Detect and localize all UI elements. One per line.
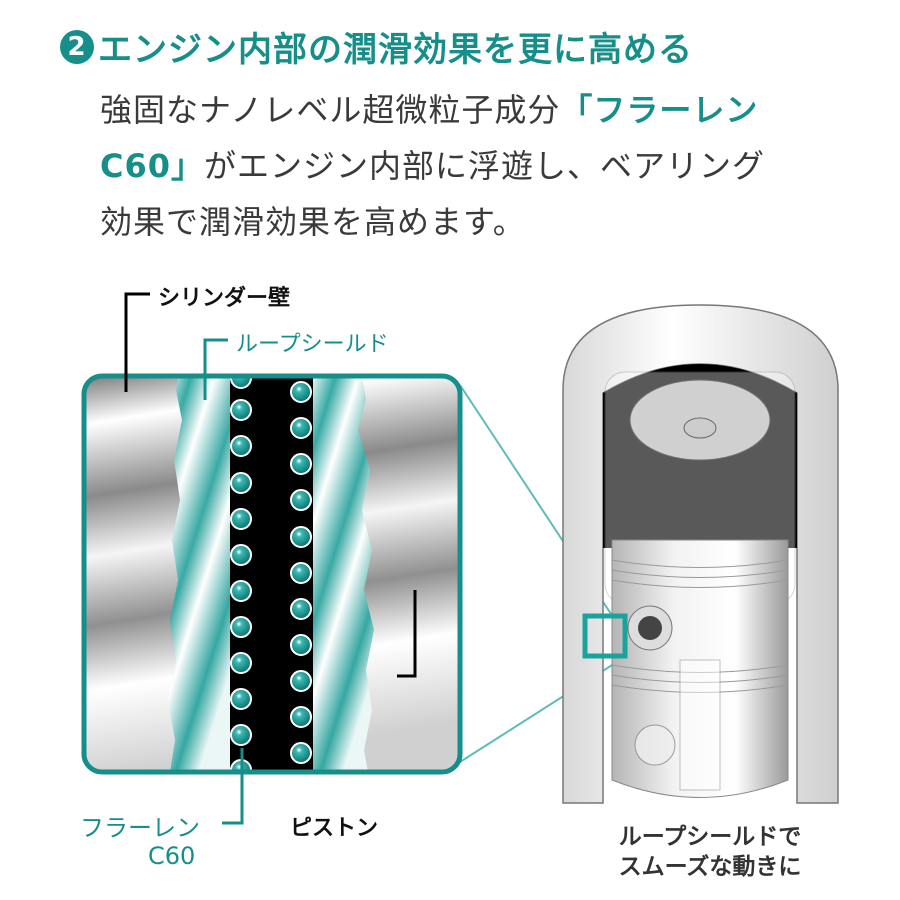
callout-line1: ループシールドで <box>618 824 802 850</box>
body-line1: 強固なナノレベル超微粒子成分 <box>100 91 561 129</box>
callout-text: ループシールドで スムーズな動きに <box>580 822 840 882</box>
label-fullerene: フラーレン <box>80 814 200 842</box>
label-c60: C60 <box>148 842 196 870</box>
loop-shield-right <box>313 376 374 772</box>
zoom-target-box <box>582 613 628 659</box>
piston-pin-hole <box>638 616 662 640</box>
cylinder-piston-illustration <box>562 304 839 804</box>
body-line3: 効果で潤滑効果を高めます。 <box>100 203 526 241</box>
fullerene-leader <box>222 748 244 825</box>
cylinder-wall-leader <box>124 292 150 392</box>
label-cylinder-wall: シリンダー壁 <box>158 286 291 311</box>
fullerene-highlight-1: 「フラーレン <box>560 91 759 129</box>
step-number-badge: 2 <box>60 29 94 64</box>
piston-pin-boss-lower <box>634 724 676 766</box>
piston-leader <box>397 590 417 678</box>
connecting-rod <box>679 659 721 791</box>
magnified-frame <box>81 373 463 775</box>
fullerene-highlight-2: C60」 <box>100 147 205 185</box>
loop-shield-left <box>168 376 230 772</box>
section-title: エンジン内部の潤滑効果を更に高める <box>98 30 693 70</box>
section-heading: 2 エンジン内部の潤滑効果を更に高める <box>60 22 693 71</box>
magnified-view <box>84 376 460 772</box>
description-text: 強固なナノレベル超微粒子成分「フラーレン C60」がエンジン内部に浮遊し、ベアリ… <box>100 82 860 250</box>
fullerene-spheres <box>230 376 312 772</box>
valve-recess <box>683 417 717 439</box>
label-loop-shield: ループシールド <box>236 332 389 357</box>
body-line2: がエンジン内部に浮遊し、ベアリング <box>204 147 766 185</box>
loop-shield-leader <box>203 338 228 400</box>
label-piston: ピストン <box>290 816 379 841</box>
callout-line2: スムーズな動きに <box>618 854 802 880</box>
